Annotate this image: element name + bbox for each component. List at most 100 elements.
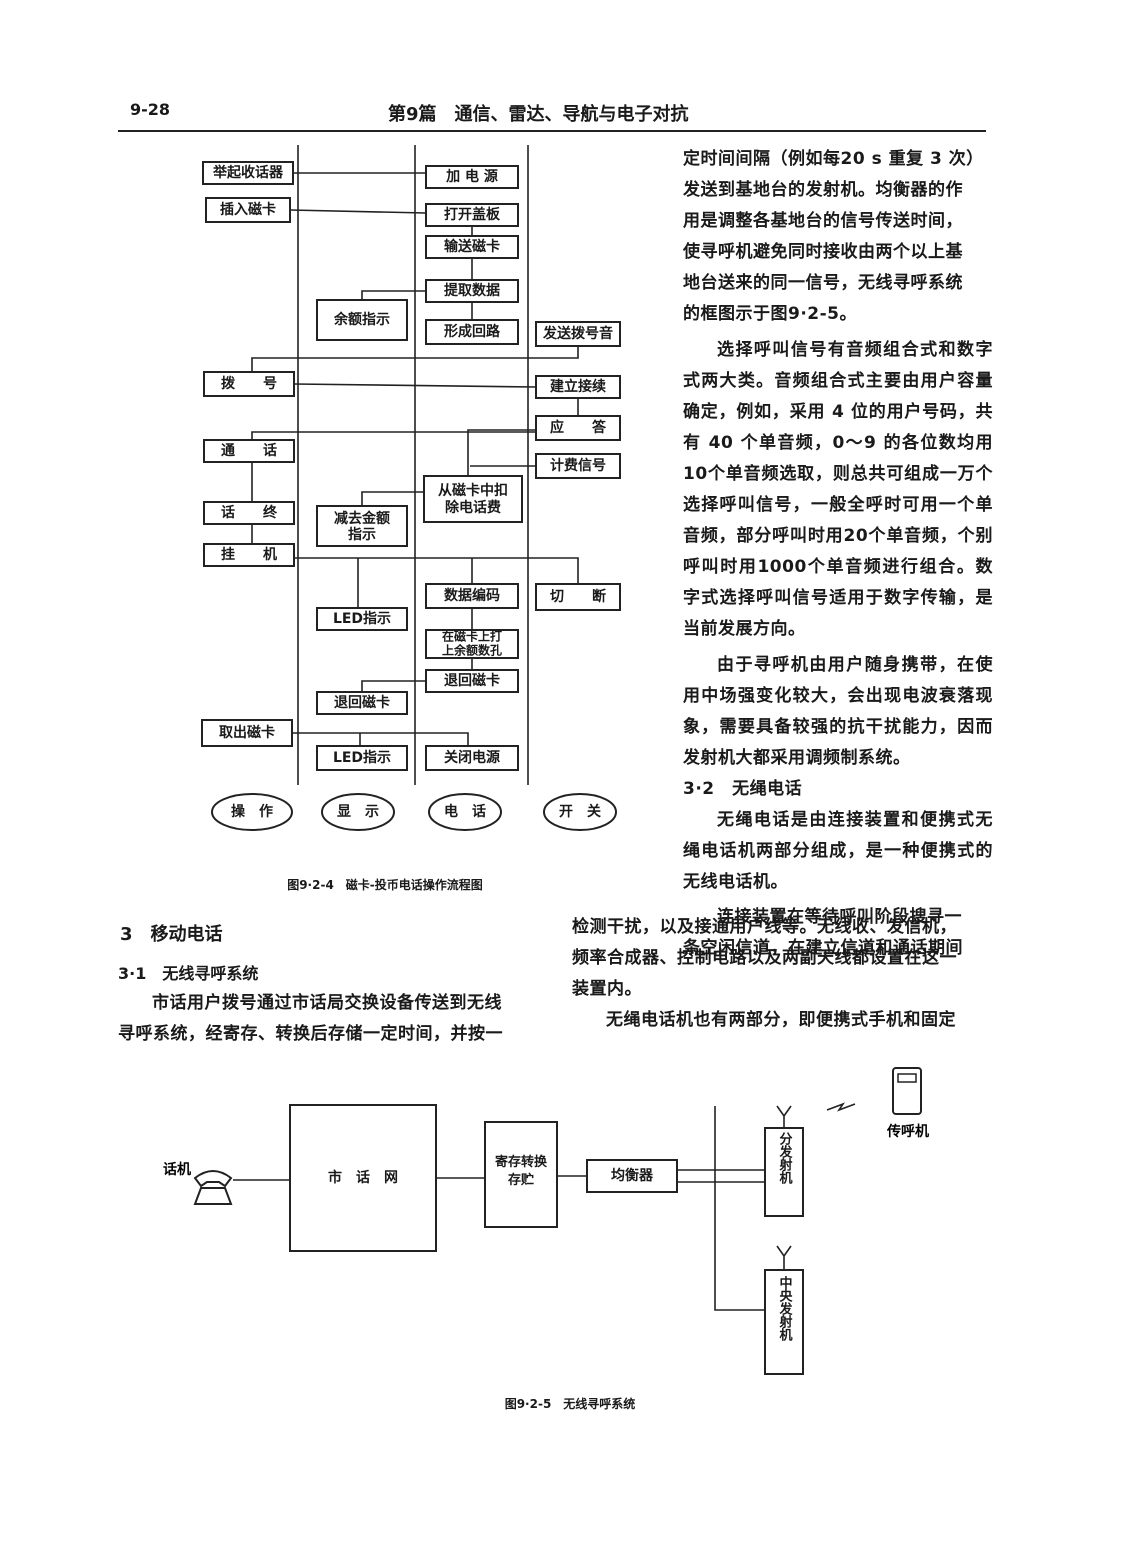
para-pager-fading: 由于寻呼机由用户随身携带，在使用中场强变化较大，会出现电波衰落现象，需要具备较强… xyxy=(683,655,993,768)
fig4-caption: 图9·2-4 磁卡-投币电话操作流程图 xyxy=(287,878,483,892)
box-equalizer-label: 均衡器 xyxy=(611,1167,654,1184)
box-led1 xyxy=(316,607,408,631)
box-return-tel-label: 退回磁卡 xyxy=(444,672,500,689)
left-line-2: 寻呼系统，经寄存、转换后存储一定时间，并按一 xyxy=(118,1024,503,1044)
arrow-answer-deduct xyxy=(467,429,536,476)
right-line-4: 使寻呼机避免同时接收由两个以上基 xyxy=(683,242,963,262)
box-punch-label1: 在磁卡上打 xyxy=(442,629,502,644)
phone-label-1: 话机 xyxy=(163,1161,191,1178)
para-cordless: 无绳电话是由连接装置和便携式无绳电话机两部分组成，是一种便携式的无线电话机。 xyxy=(683,810,993,892)
pager-label: 传呼机 xyxy=(886,1123,929,1140)
lane-oval-operate xyxy=(211,793,293,831)
arrow-insert-gate xyxy=(289,209,427,214)
box-dial-label: 拨 号 xyxy=(221,375,277,392)
box-led1-label: LED指示 xyxy=(333,610,391,627)
box-pickup-label: 举起收话器 xyxy=(212,164,284,181)
box-cut-label: 切 断 xyxy=(550,588,606,605)
telephone-icon xyxy=(193,1170,233,1205)
right-line-6: 的框图示于图9·2-5。 xyxy=(683,304,857,324)
right-line-1: 定时间间隔（例如每20 s 重复 3 次） xyxy=(683,149,984,169)
box-encode-label: 数据编码 xyxy=(444,587,500,604)
mid-line-3: 装置内。 xyxy=(572,979,642,999)
box-dialtone xyxy=(535,321,621,347)
right-line-2: 发送到基地台的发射机。均衡器的作 xyxy=(683,180,963,200)
box-connect-label: 建立接续 xyxy=(550,378,606,395)
antenna-sub-icon xyxy=(776,1105,792,1128)
box-answer-label: 应 答 xyxy=(550,419,607,436)
box-encode xyxy=(425,583,519,609)
box-talk xyxy=(203,439,295,463)
lane-oval-phone xyxy=(428,793,502,831)
header-rule xyxy=(118,130,986,132)
box-minus-label1: 减去金额 xyxy=(334,510,390,527)
box-minus-label2: 指示 xyxy=(348,526,376,543)
right-line-5: 地台送来的同一信号，无线寻呼系统 xyxy=(683,273,963,293)
flowchart-figure: 举起收话器 插入磁卡 拨 号 通 话 话 终 挂 机 取出磁卡 余额指示 减去金… xyxy=(201,145,621,831)
box-insert-label: 插入磁卡 xyxy=(220,201,276,218)
box-power-off-label: 关闭电源 xyxy=(444,749,500,766)
lane-label-phone: 电 话 xyxy=(444,803,486,820)
box-cut xyxy=(535,583,621,611)
box-eject xyxy=(201,719,293,747)
arrow-read-balance xyxy=(361,290,426,300)
box-deduct xyxy=(423,475,523,523)
right-column: 定时间间隔（例如每20 s 重复 3 次） 发送到基地台的发射机。均衡器的作 用… xyxy=(683,144,993,964)
section-3: 3 移动电话 xyxy=(120,924,223,945)
box-equalizer xyxy=(586,1159,678,1193)
box-read-label: 提取数据 xyxy=(444,282,500,299)
fig5-caption: 图9·2-5 无线寻呼系统 xyxy=(504,1397,636,1411)
section-3-2: 3·2 无绳电话 xyxy=(683,779,803,799)
box-led2 xyxy=(316,745,408,771)
box-return-disp-label: 退回磁卡 xyxy=(334,694,390,711)
lane-oval-switch xyxy=(543,793,617,831)
para-connect-line1: 连接装置在等待呼叫阶段搜寻一 xyxy=(717,907,962,927)
box-power-off xyxy=(425,745,519,771)
box-eject-label: 取出磁卡 xyxy=(219,724,275,741)
left-para: 市话用户拨号通过市话局交换设备传送到无线 寻呼系统，经寄存、转换后存储一定时间，… xyxy=(118,988,548,1050)
box-deduct-label1: 从磁卡中扣 xyxy=(438,482,508,499)
box-billing xyxy=(535,453,621,479)
arrow-dialtone-dial xyxy=(251,346,579,372)
box-led2-label: LED指示 xyxy=(333,749,391,766)
box-punch xyxy=(425,629,519,659)
arrow-deduct-minus xyxy=(361,491,424,506)
box-hangup xyxy=(203,543,295,567)
arrow-hangup-cut xyxy=(294,557,579,584)
box-insert xyxy=(205,197,291,223)
page-header-title: 第9篇 通信、雷达、导航与电子对抗 xyxy=(388,104,689,125)
box-dialtone-label: 发送拨号音 xyxy=(542,325,613,342)
box-billing-label: 计费信号 xyxy=(550,457,606,474)
mid-line-4: 无绳电话机也有两部分，即便携式手机和固定 xyxy=(606,1010,956,1030)
arrow-return-disp xyxy=(361,680,426,692)
mid-line-2: 频率合成器、控制电路以及两副天线都设置在这一 xyxy=(572,948,957,968)
antenna-central-icon xyxy=(776,1245,792,1270)
para-connect-line2: 条空闲信道，在建立信道和通话期间 xyxy=(683,938,963,958)
box-hangup-label: 挂 机 xyxy=(221,546,277,563)
box-talk-label: 通 话 xyxy=(221,442,277,459)
box-central-tx xyxy=(764,1269,804,1375)
box-end-label: 话 终 xyxy=(221,504,278,521)
right-line-3: 用是调整各基地台的信号传送时间， xyxy=(683,211,963,231)
box-sub-tx-label: 分发射机 xyxy=(776,1132,792,1184)
box-deduct-label2: 除电话费 xyxy=(445,499,501,516)
arrow-dial-connect xyxy=(293,383,537,388)
mid-line-1: 检测干扰，以及接通用户线等。无线收、发信机， xyxy=(572,917,957,937)
box-end xyxy=(203,501,295,525)
box-network-label: 市 话 网 xyxy=(328,1169,398,1186)
lane-label-operate: 操 作 xyxy=(231,803,273,820)
lane-label-display: 显 示 xyxy=(337,804,379,820)
box-store xyxy=(484,1121,558,1228)
box-balance-label: 余额指示 xyxy=(333,311,390,328)
box-loop xyxy=(425,319,519,345)
lane-label-switch: 开 关 xyxy=(559,803,601,820)
para-selective-call: 选择呼叫信号有音频组合式和数字式两大类。音频组合式主要由用户容量确定，例如，采用… xyxy=(683,340,993,639)
arrow-answer-talk xyxy=(251,431,536,440)
box-balance xyxy=(316,299,408,341)
lane-oval-display xyxy=(321,793,395,831)
mid-text: 检测干扰，以及接通用户线等。无线收、发信机， 频率合成器、控制电路以及两副天线都… xyxy=(572,912,997,1036)
box-feed-label: 输送磁卡 xyxy=(444,238,500,255)
box-network xyxy=(289,1104,437,1252)
box-store-label: 寄存转换存贮 xyxy=(494,1155,547,1188)
pager-icon xyxy=(892,1067,922,1115)
box-minus xyxy=(316,505,408,547)
